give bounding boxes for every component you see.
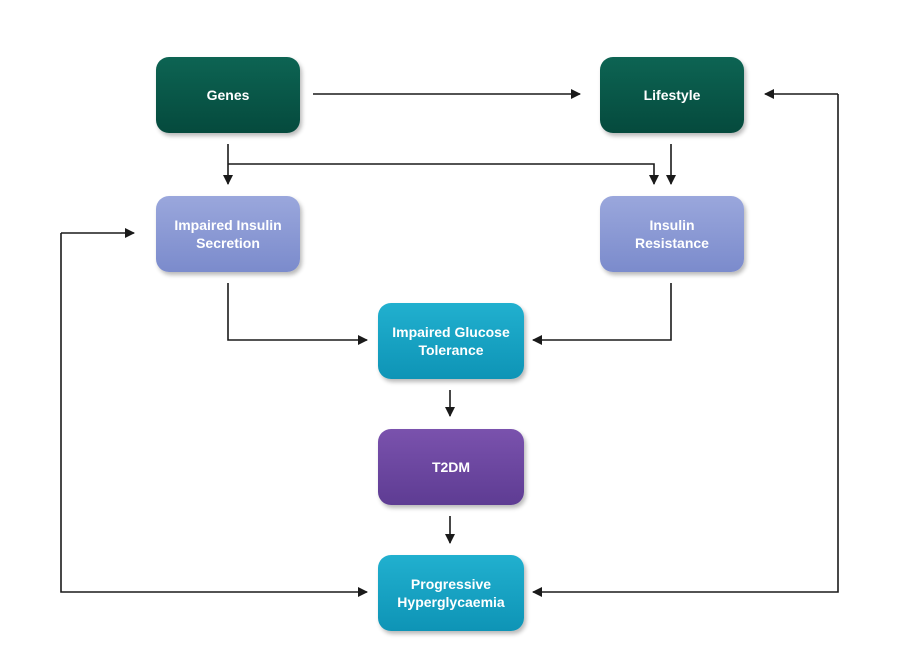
arrow-secretion-to-glucose-tolerance: [227, 283, 368, 345]
node-genes: Genes: [156, 57, 300, 133]
node-impaired-insulin-secretion: Impaired Insulin Secretion: [156, 196, 300, 272]
arrow-genes-to-insulin-resistance: [228, 163, 659, 185]
arrow-resistance-to-glucose-tolerance: [532, 283, 672, 345]
node-impaired-insulin-secretion-label: Impaired Insulin Secretion: [174, 217, 282, 251]
node-t2dm-label: T2DM: [431, 459, 471, 475]
node-impaired-glucose-tolerance: Impaired Glucose Tolerance: [378, 303, 524, 379]
node-insulin-resistance-label: Insulin Resistance: [635, 217, 709, 251]
node-t2dm: T2DM: [378, 429, 524, 505]
arrow-right-loop-to-hyperglycaemia: [532, 94, 839, 597]
node-progressive-hyperglycaemia-label: Progressive Hyperglycaemia: [397, 576, 505, 610]
node-lifestyle-label: Lifestyle: [643, 87, 701, 103]
arrow-left-loop-to-hyperglycaemia: [60, 233, 368, 597]
node-progressive-hyperglycaemia: Progressive Hyperglycaemia: [378, 555, 524, 631]
node-impaired-glucose-tolerance-label: Impaired Glucose Tolerance: [392, 324, 510, 358]
node-lifestyle: Lifestyle: [600, 57, 744, 133]
node-insulin-resistance: Insulin Resistance: [600, 196, 744, 272]
node-genes-label: Genes: [206, 87, 250, 103]
